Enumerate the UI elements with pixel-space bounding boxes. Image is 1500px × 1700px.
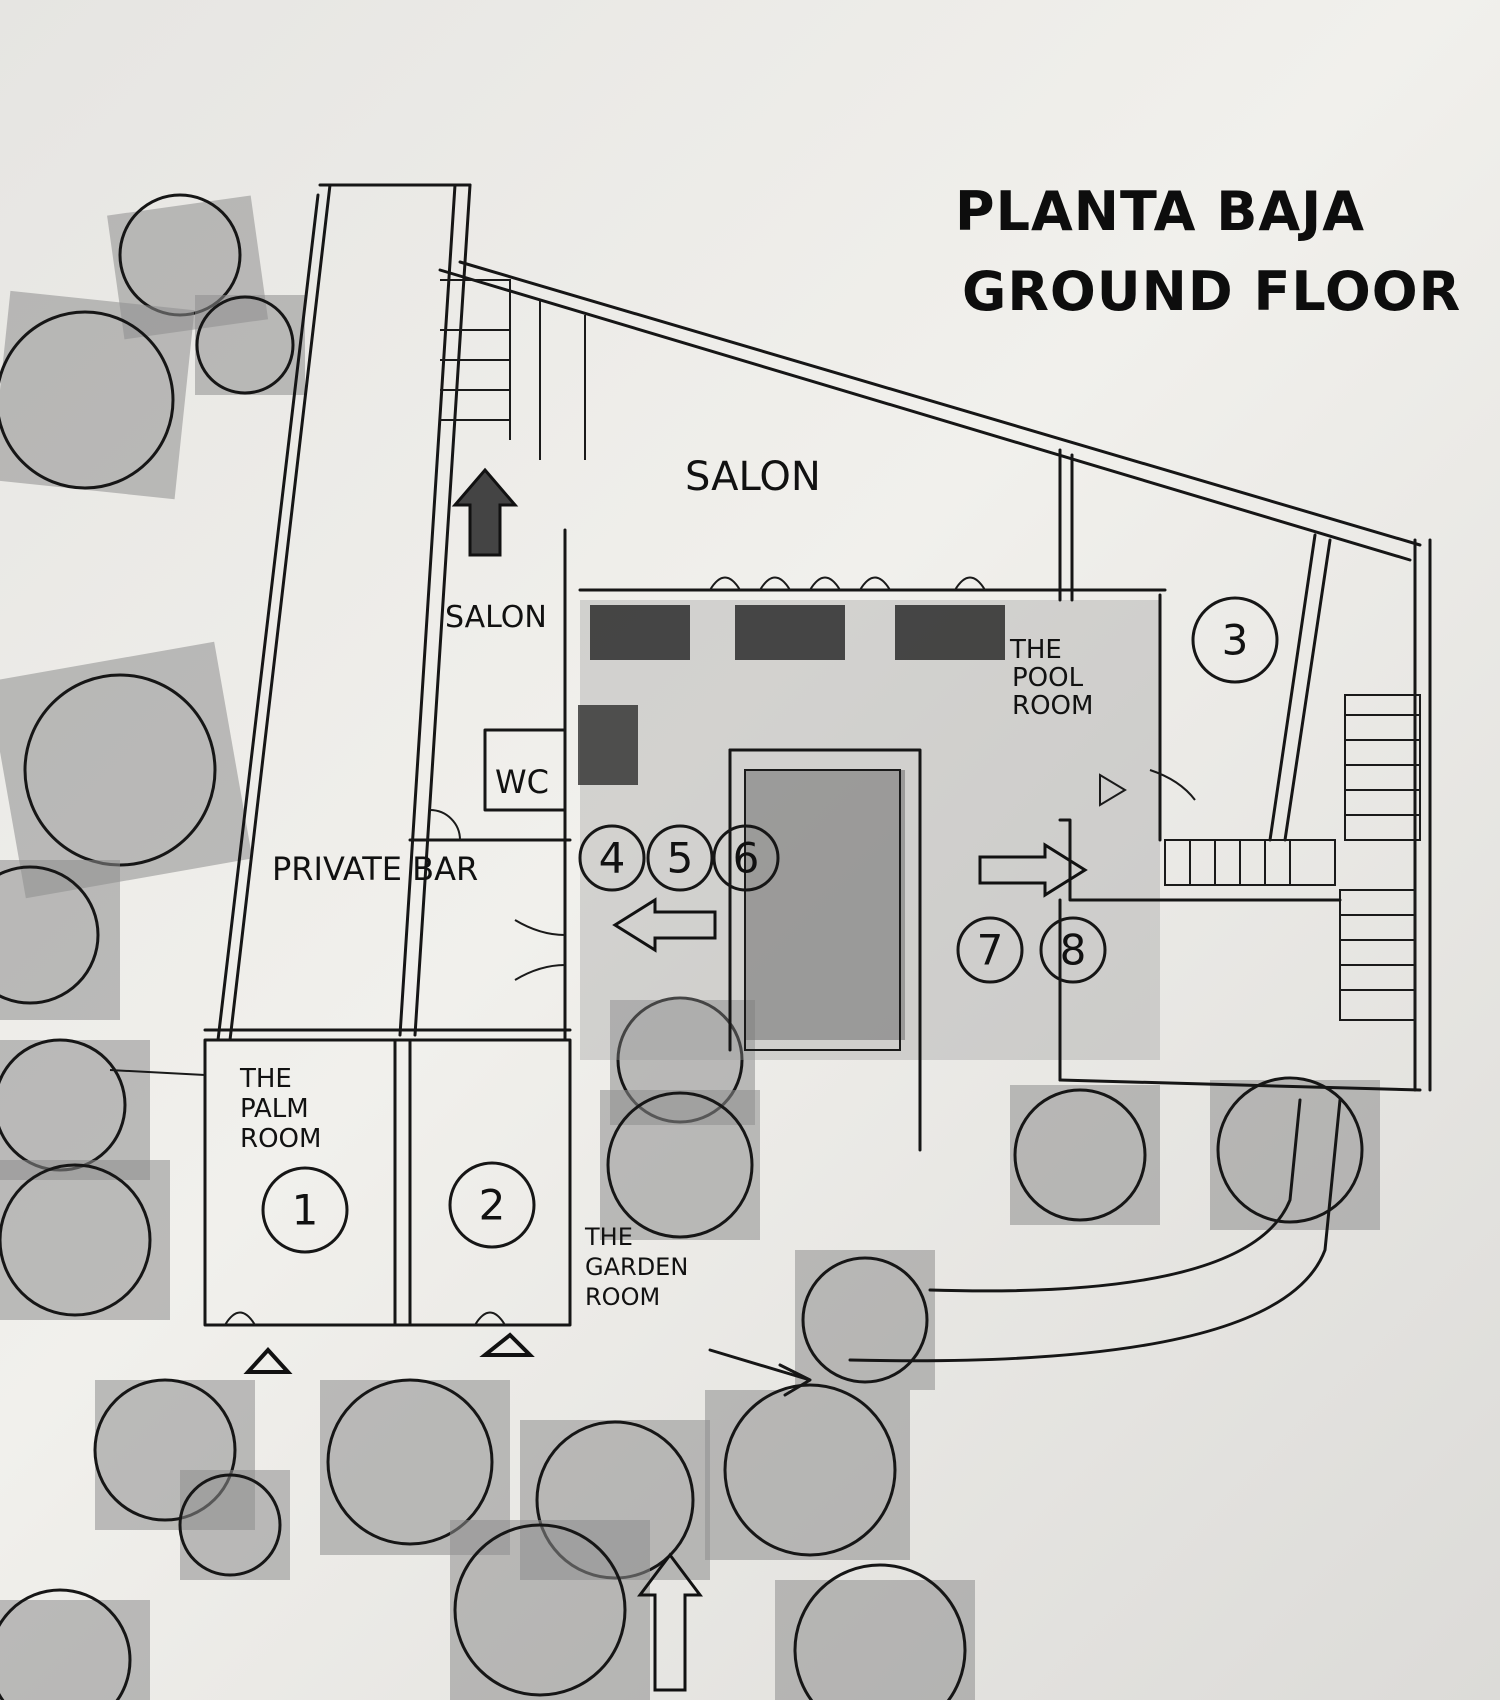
marker-2: 2 [448, 1161, 536, 1249]
tree-icon [775, 1563, 975, 1700]
tree-icon [0, 1160, 170, 1320]
tree-icon [178, 1470, 290, 1580]
interior-shading [578, 600, 1160, 1060]
tree-icon [0, 1038, 150, 1180]
left-arrow-icon [612, 897, 717, 953]
title-line-2: GROUND FLOOR [962, 260, 1461, 323]
right-arrow-icon [978, 842, 1088, 898]
arrows [243, 467, 1088, 1692]
building-walls [109, 183, 1432, 1363]
label-private-bar: PRIVATE BAR [272, 850, 478, 888]
marker-3: 3 [1191, 596, 1279, 684]
marker-number: 5 [667, 834, 694, 883]
tree-icon [93, 1378, 255, 1530]
tree-icon [0, 1588, 150, 1700]
entry-arrow-icon [708, 1348, 812, 1397]
marker-6: 6 [712, 824, 780, 892]
tree-icon [0, 860, 120, 1020]
label-palm-room-line: PALM [240, 1094, 309, 1124]
tree-icon [600, 1090, 760, 1240]
marker-5: 5 [646, 824, 714, 892]
tree-icon [195, 295, 305, 395]
marker-8: 8 [1039, 916, 1107, 984]
tree-icon [450, 1520, 650, 1700]
label-pool-room-line: POOL [1012, 663, 1084, 693]
marker-number: 2 [479, 1181, 506, 1230]
marker-4: 4 [578, 824, 646, 892]
tree-icon [795, 1250, 935, 1390]
label-wc: WC [495, 763, 549, 801]
marker-number: 3 [1222, 616, 1249, 665]
label-garden-room: THE GARDEN ROOM [584, 1223, 696, 1311]
title-line-1: PLANTA BAJA [955, 180, 1365, 243]
tree-icon [0, 641, 253, 899]
label-garden-room-line: THE [584, 1223, 633, 1251]
label-palm-room-line: ROOM [240, 1124, 321, 1154]
label-garden-room-line: ROOM [585, 1283, 660, 1311]
door-symbols [224, 576, 1196, 1326]
label-pool-room-line: ROOM [1012, 691, 1093, 721]
marker-7: 7 [956, 916, 1024, 984]
marker-number: 6 [733, 834, 760, 883]
up-arrow-icon [451, 467, 519, 557]
label-salon-main: SALON [685, 454, 821, 500]
label-salon-small: SALON [445, 600, 547, 635]
marker-number: 7 [977, 926, 1004, 975]
label-pool-room: THE POOL ROOM [1009, 635, 1093, 721]
entry-triangle-icon [479, 1332, 535, 1357]
up-arrow-icon [637, 1552, 703, 1692]
marker-1: 1 [261, 1166, 349, 1254]
tree-icon [705, 1383, 910, 1560]
marker-number: 1 [292, 1186, 319, 1235]
tree-icon [1010, 1085, 1160, 1225]
entry-triangle-icon [243, 1347, 293, 1374]
label-garden-room-line: GARDEN [585, 1253, 688, 1281]
marker-number: 8 [1060, 926, 1087, 975]
label-palm-room: THE PALM ROOM [239, 1064, 321, 1154]
tree-icon [0, 290, 195, 500]
label-palm-room-line: THE [239, 1064, 292, 1094]
marker-number: 4 [599, 834, 626, 883]
trees [0, 193, 1380, 1700]
label-pool-room-line: THE [1009, 635, 1062, 665]
